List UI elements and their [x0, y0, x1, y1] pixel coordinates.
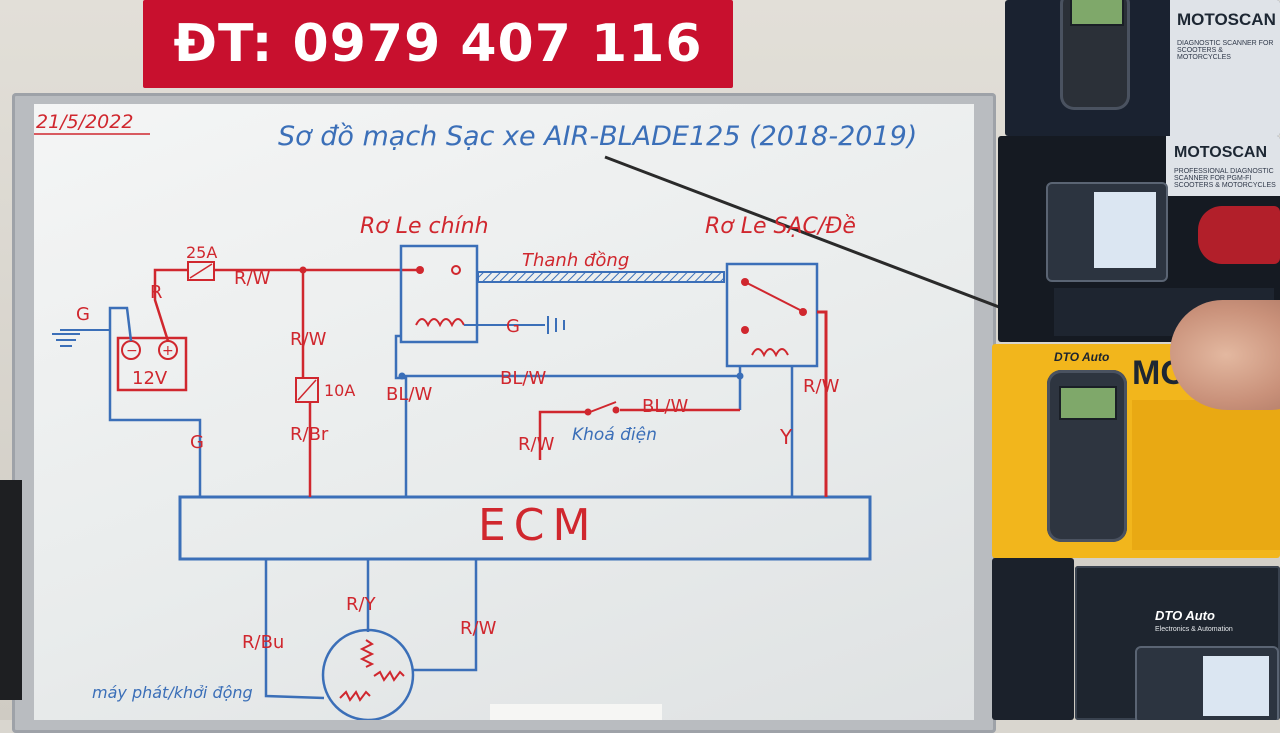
- charging-circuit-diagram: 21/5/2022 Sơ đồ mạch Sạc xe AIR-BLADE125…: [34, 111, 1000, 720]
- label-g-relay: G: [506, 316, 520, 337]
- presenter-hand: [1170, 300, 1280, 410]
- battery-box: [116, 336, 188, 392]
- relay-charge-contact-2: [741, 326, 749, 334]
- phone-banner: ĐT: 0979 407 116: [143, 0, 733, 88]
- ecm-label: ECM: [478, 500, 599, 551]
- box-top-label-area: [1170, 0, 1280, 136]
- label-rw-right: R/W: [803, 376, 840, 397]
- pointer-stick: [604, 155, 1000, 310]
- label-rw-mid: R/W: [290, 329, 327, 350]
- tablet-screen: [1094, 192, 1156, 268]
- label-blw-ign: BL/W: [642, 396, 688, 417]
- box-top-sub: DIAGNOSTIC SCANNER FOR SCOOTERS & MOTORC…: [1177, 40, 1274, 61]
- junction-charge-coil: [736, 372, 744, 380]
- wire-rbu-gen: [264, 559, 325, 700]
- wire-battery-positive: [153, 268, 188, 342]
- label-blw-left: BL/W: [386, 384, 432, 405]
- label-g-left: G: [76, 304, 90, 325]
- box-top-brand: MOTOSCAN: [1177, 10, 1276, 29]
- whiteboard: [34, 104, 974, 720]
- battery-voltage: 12V: [132, 368, 168, 389]
- fuse-10a: [295, 377, 319, 403]
- label-rw-ign: R/W: [518, 434, 555, 455]
- label-r-battery: R: [150, 282, 163, 303]
- relay-charge-switch: [744, 281, 801, 311]
- label-rbr: R/Br: [290, 424, 329, 445]
- scanner-screen-top: [1070, 0, 1124, 26]
- battery-plus-sign: +: [162, 343, 174, 359]
- label-ry-gen: R/Y: [346, 594, 377, 615]
- fuse-25a-element: [189, 263, 213, 279]
- label-y-right: Y: [779, 425, 793, 449]
- tablet-device-bottom: [1135, 646, 1279, 720]
- relay-charge-contact-3: [799, 308, 807, 316]
- generator-circle: [321, 628, 415, 720]
- wire-rw-right: [817, 310, 828, 497]
- box-yellow-brand: DTO Auto: [1054, 350, 1110, 364]
- label-g-bottom: G: [190, 432, 204, 453]
- wire-rw-ign: [538, 410, 585, 460]
- generator-coil-right: [373, 670, 405, 682]
- diagram-title: Sơ đồ mạch Sạc xe AIR-BLADE125 (2018-201…: [278, 121, 917, 152]
- relay-main-label: Rơ Le chính: [360, 214, 489, 239]
- scanner-device-top: [1060, 0, 1130, 110]
- ignition-label: Khoá điện: [572, 425, 657, 445]
- box-mid-sub: PROFESSIONAL DIAGNOSTIC SCANNER FOR PGM-…: [1174, 168, 1276, 189]
- relay-charge-coil: [751, 348, 789, 358]
- generator-label: máy phát/khởi động: [92, 683, 253, 702]
- tablet-screen-bottom: [1203, 656, 1269, 716]
- box-bottom-sub: Electronics & Automation: [1155, 626, 1233, 633]
- relay-main-contact-2: [451, 265, 461, 275]
- box-yellow-text-area: [1132, 400, 1280, 550]
- box-mid-brand: MOTOSCAN: [1174, 144, 1268, 161]
- label-rw-gen: R/W: [460, 618, 497, 639]
- board-date: 21/5/2022: [36, 111, 133, 133]
- relay-main-coil: [415, 318, 465, 328]
- relay-charge-box: [725, 262, 819, 368]
- busbar-label: Thanh đồng: [522, 250, 629, 271]
- ign-contact-2: [612, 406, 620, 414]
- fuse-10a-element: [297, 379, 317, 401]
- wire-rw-gen: [412, 559, 478, 672]
- ign-contact-1: [584, 408, 592, 416]
- scanner-screen-yellow: [1059, 386, 1117, 420]
- relay-charge-label: Rơ Le SẠC/Đề: [705, 214, 856, 239]
- label-fuse-10a: 10A: [324, 381, 355, 400]
- box-mid-label-area: [1166, 136, 1280, 196]
- wire-battery-ground: [108, 306, 202, 497]
- wire-blw-left: [394, 334, 408, 497]
- generator-coil-left: [339, 690, 371, 702]
- busbar: [477, 271, 725, 283]
- label-rw-top: R/W: [234, 268, 271, 289]
- product-box-bottom: DTO Auto Electronics & Automation: [1075, 566, 1280, 720]
- relay-main-box: [399, 244, 479, 344]
- relay-main-contact-1: [416, 266, 424, 274]
- tablet-device: [1046, 182, 1168, 282]
- box-bottom-brand: DTO Auto: [1155, 608, 1215, 623]
- product-box-top: MOTOSCAN DIAGNOSTIC SCANNER FOR SCOOTERS…: [1005, 0, 1280, 136]
- ecm-box: [178, 495, 872, 561]
- label-fuse-25a: 25A: [186, 243, 217, 262]
- paper-note: [490, 704, 662, 720]
- left-edge-shadow: [0, 480, 22, 700]
- label-blw-mid: BL/W: [500, 368, 546, 389]
- battery-minus-sign: −: [126, 343, 138, 359]
- generator-coil-top: [359, 639, 375, 668]
- product-box-bottom-left: [992, 558, 1074, 720]
- ign-switch-blade: [589, 401, 617, 413]
- motorbike-image: [1198, 206, 1280, 264]
- label-rbu-gen: R/Bu: [242, 632, 284, 653]
- scanner-device-yellow: [1047, 370, 1127, 542]
